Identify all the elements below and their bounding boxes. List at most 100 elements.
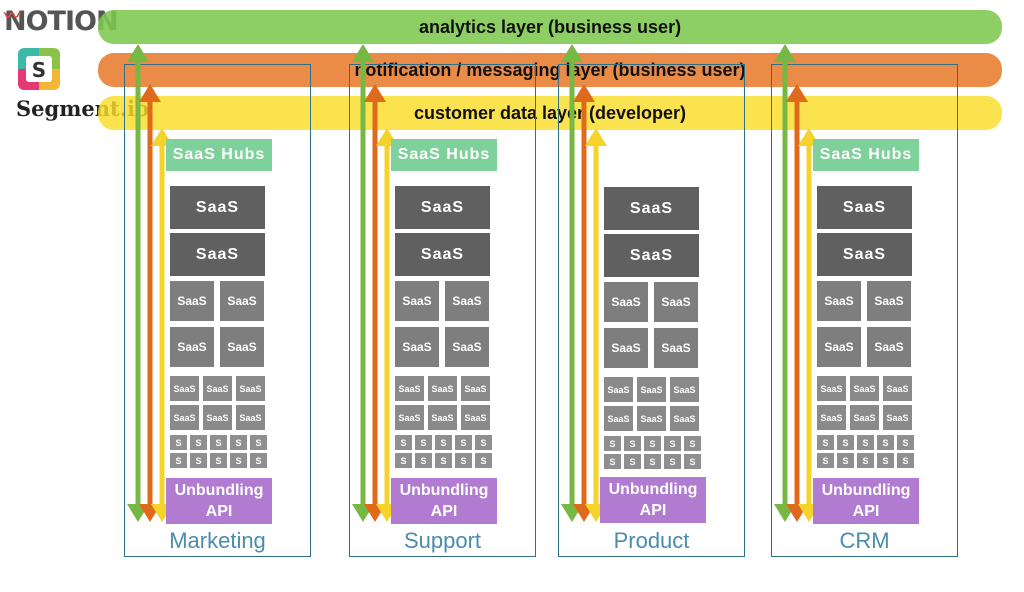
column-crm: CRM: [771, 64, 958, 557]
saas-tile-medium: SaaS: [654, 328, 698, 368]
saas-tile-small: SaaS: [236, 405, 265, 430]
customer-data-layer-label: customer data layer (developer): [413, 102, 687, 123]
analytics-arrow: [127, 44, 149, 522]
saas-tile-tiny: S: [395, 453, 412, 468]
saas-tile-tiny: S: [250, 453, 267, 468]
notification-arrow: [364, 84, 386, 522]
saas-tile-tiny: S: [857, 453, 874, 468]
notification-arrow: [573, 84, 595, 522]
saas-tile-large: SaaS: [604, 234, 699, 277]
saas-tile-small: SaaS: [817, 405, 846, 430]
saas-tile-tiny: S: [684, 454, 701, 469]
saas-tile-small: SaaS: [395, 405, 424, 430]
notification-arrow: [139, 84, 161, 522]
saas-hubs-box: SaaS Hubs: [391, 139, 497, 171]
saas-tile-medium: SaaS: [817, 327, 861, 367]
saas-tile-small: SaaS: [428, 405, 457, 430]
saas-hubs-box: SaaS Hubs: [166, 139, 272, 171]
saas-tile-small: SaaS: [203, 405, 232, 430]
notification-arrow: [786, 84, 808, 522]
column-product: Product: [558, 64, 745, 557]
saas-tile-tiny: S: [455, 435, 472, 450]
unbundling-api-line1: Unbundling: [821, 482, 911, 499]
saas-tile-small: SaaS: [850, 405, 879, 430]
unbundling-api-line2: API: [639, 502, 667, 519]
saas-tile-medium: SaaS: [604, 282, 648, 322]
column-marketing: Marketing: [124, 64, 311, 557]
unbundling-api-line2: API: [852, 503, 880, 520]
analytics-arrow: [352, 44, 374, 522]
column-label: Marketing: [169, 528, 266, 553]
segment-logo-icon: S: [18, 48, 60, 90]
saas-tile-tiny: S: [857, 435, 874, 450]
unbundling-api-line1: Unbundling: [608, 481, 698, 498]
saas-tile-tiny: S: [624, 436, 641, 451]
saas-tile-medium: SaaS: [604, 328, 648, 368]
unbundling-api-line1: Unbundling: [399, 482, 489, 499]
saas-tile-small: SaaS: [883, 376, 912, 401]
column-label: CRM: [839, 528, 890, 553]
saas-tile-small: SaaS: [883, 405, 912, 430]
saas-tile-small: SaaS: [604, 377, 633, 402]
analytics-arrow: [774, 44, 796, 522]
saas-tile-tiny: S: [170, 435, 187, 450]
saas-tile-tiny: S: [837, 453, 854, 468]
saas-tile-small: SaaS: [670, 377, 699, 402]
saas-tile-tiny: S: [395, 435, 412, 450]
saas-tile-tiny: S: [644, 436, 661, 451]
saas-tile-medium: SaaS: [170, 281, 214, 321]
saas-tile-large: SaaS: [395, 233, 490, 276]
saas-tile-tiny: S: [415, 435, 432, 450]
saas-tile-tiny: S: [897, 435, 914, 450]
saas-tile-medium: SaaS: [867, 281, 911, 321]
saas-tile-medium: SaaS: [654, 282, 698, 322]
saas-tile-medium: SaaS: [445, 281, 489, 321]
saas-tile-small: SaaS: [604, 406, 633, 431]
saas-tile-tiny: S: [837, 435, 854, 450]
saas-tile-small: SaaS: [670, 406, 699, 431]
saas-tile-large: SaaS: [170, 233, 265, 276]
saas-tile-medium: SaaS: [170, 327, 214, 367]
saas-tile-tiny: S: [624, 454, 641, 469]
saas-tile-tiny: S: [604, 436, 621, 451]
saas-tile-small: SaaS: [170, 376, 199, 401]
saas-tile-tiny: S: [170, 453, 187, 468]
saas-tile-medium: SaaS: [817, 281, 861, 321]
saas-tile-tiny: S: [664, 436, 681, 451]
saas-tile-tiny: S: [190, 453, 207, 468]
saas-tile-large: SaaS: [395, 186, 490, 229]
saas-tile-small: SaaS: [850, 376, 879, 401]
saas-tile-small: SaaS: [428, 376, 457, 401]
saas-tile-tiny: S: [435, 453, 452, 468]
saas-tile-medium: SaaS: [220, 327, 264, 367]
saas-tile-small: SaaS: [637, 406, 666, 431]
unbundling-api-line2: API: [430, 503, 458, 520]
column-label: Support: [403, 528, 482, 553]
customer-data-layer: customer data layer (developer): [98, 96, 1002, 130]
saas-tile-medium: SaaS: [220, 281, 264, 321]
saas-tile-tiny: S: [475, 435, 492, 450]
saas-tile-large: SaaS: [817, 186, 912, 229]
saas-tile-tiny: S: [684, 436, 701, 451]
svg-text:S: S: [32, 58, 46, 82]
saas-tile-tiny: S: [475, 453, 492, 468]
saas-tile-tiny: S: [190, 435, 207, 450]
saas-tile-small: SaaS: [203, 376, 232, 401]
analytics-layer: analytics layer (business user): [98, 10, 1002, 44]
saas-tile-tiny: S: [664, 454, 681, 469]
saas-tile-small: SaaS: [461, 376, 490, 401]
saas-tile-medium: SaaS: [395, 327, 439, 367]
saas-hubs-box: SaaS Hubs: [813, 139, 919, 171]
saas-tile-medium: SaaS: [445, 327, 489, 367]
saas-tile-tiny: S: [435, 435, 452, 450]
saas-tile-small: SaaS: [236, 376, 265, 401]
saas-tile-tiny: S: [817, 435, 834, 450]
column-support: Support: [349, 64, 536, 557]
saas-tile-tiny: S: [604, 454, 621, 469]
saas-tile-tiny: S: [230, 453, 247, 468]
saas-tile-medium: SaaS: [867, 327, 911, 367]
